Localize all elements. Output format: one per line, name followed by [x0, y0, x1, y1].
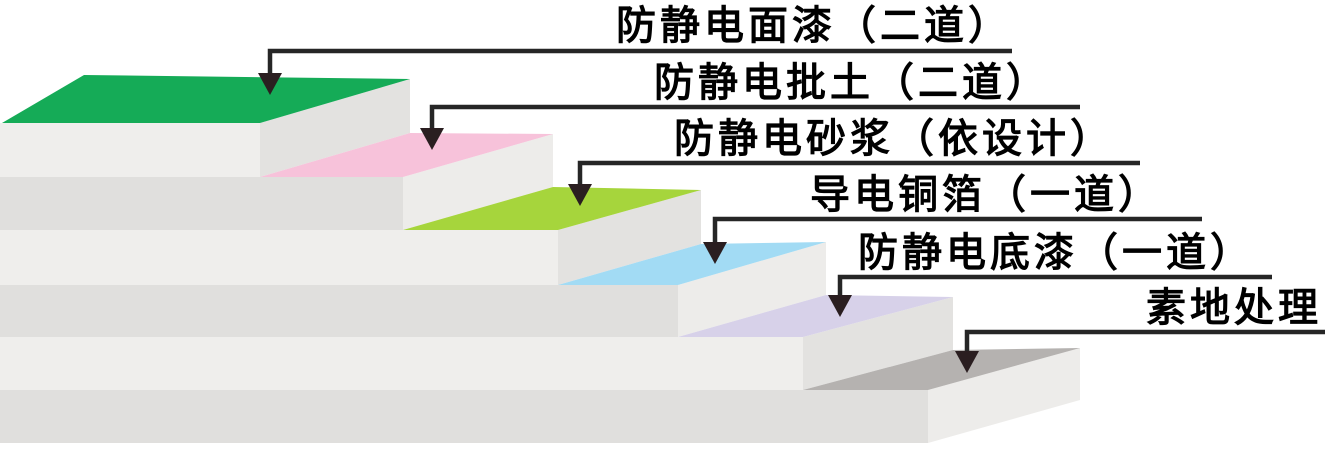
primer-surface [678, 295, 953, 337]
primer-front-face [0, 337, 803, 390]
leader-line-putty [429, 104, 1080, 134]
label-copper-foil: 导电铜箔（一道） [810, 172, 1162, 218]
copper-foil-front-face [0, 285, 678, 337]
leader-line-mortar [577, 160, 1140, 190]
leader-line-topcoat [267, 48, 1012, 79]
mortar-front-face [0, 230, 558, 285]
leader-line-primer [837, 274, 1272, 301]
label-mortar: 防静电砂浆（依设计） [674, 116, 1114, 162]
primer-side-face [803, 297, 953, 390]
substrate-surface [803, 348, 1080, 390]
arrowhead-topcoat-icon [258, 73, 282, 95]
label-primer: 防静电底漆（一道） [858, 230, 1254, 276]
leader-line-substrate [964, 329, 1325, 357]
topcoat-side-face [260, 79, 410, 177]
putty-side-face [403, 134, 553, 230]
label-substrate: 素地处理 [1146, 285, 1322, 331]
mortar-side-face [558, 190, 701, 285]
copper-foil-surface [558, 242, 826, 285]
label-topcoat: 防静电面漆（二道） [616, 3, 1012, 49]
putty-front-face [0, 177, 403, 230]
arrowhead-putty-icon [420, 128, 444, 150]
substrate-side-face [928, 348, 1080, 443]
putty-surface [260, 133, 553, 177]
arrowhead-mortar-icon [568, 184, 592, 206]
substrate-front-face [0, 390, 928, 443]
topcoat-front-face [0, 123, 260, 177]
leader-line-copper-foil [712, 216, 1202, 248]
arrowhead-substrate-icon [955, 351, 979, 373]
arrowhead-copper-foil-icon [703, 242, 727, 264]
arrowhead-primer-icon [828, 295, 852, 317]
mortar-surface [403, 187, 701, 230]
topcoat-surface [2, 75, 410, 123]
label-putty: 防静电批土（二道） [654, 60, 1050, 106]
copper-foil-side-face [678, 242, 826, 337]
